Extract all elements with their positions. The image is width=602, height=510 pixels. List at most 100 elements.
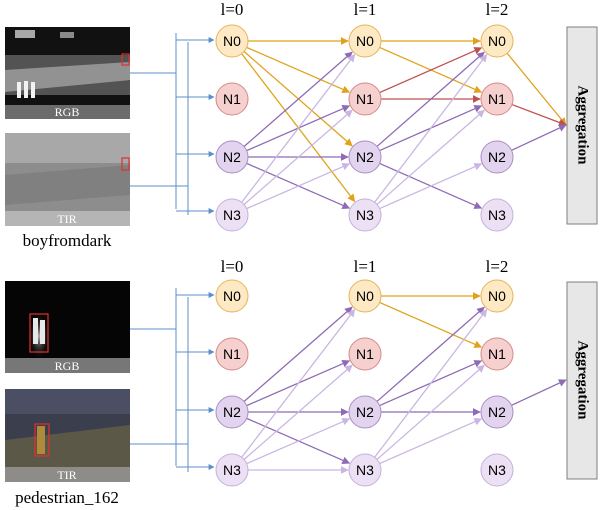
node-circle bbox=[215, 198, 249, 232]
edge-l0-n3-to-n2 bbox=[246, 163, 351, 210]
edge-l1-n3-to-n1 bbox=[376, 109, 485, 205]
edge-l1-n0-to-n1 bbox=[379, 301, 483, 348]
aggregation-box: Aggregation bbox=[566, 26, 598, 225]
node-l1-n0: N0 bbox=[348, 24, 382, 58]
node-l2-n2: N2 bbox=[480, 140, 514, 174]
edge-l1-n3-to-n1 bbox=[376, 364, 485, 460]
node-circle bbox=[480, 198, 514, 232]
node-circle bbox=[215, 453, 249, 487]
node-l2-n1: N1 bbox=[480, 337, 514, 371]
node-l2-n2: N2 bbox=[480, 395, 514, 429]
node-circle bbox=[480, 453, 514, 487]
node-l1-n1: N1 bbox=[348, 337, 382, 371]
node-label: N3 bbox=[488, 462, 506, 478]
panel-pedestrian-162: RGB TIR pedestrian_162 N0N1N2N3N0N1N2N3N… bbox=[5, 257, 598, 507]
node-label: N0 bbox=[223, 33, 241, 49]
tir-thumbnail: TIR bbox=[5, 389, 130, 482]
node-circle bbox=[348, 198, 382, 232]
rgb-thumbnail: RGB bbox=[5, 281, 130, 373]
node-label: N0 bbox=[488, 33, 506, 49]
node-label: N1 bbox=[356, 91, 374, 107]
sequence-name: pedestrian_162 bbox=[15, 488, 119, 507]
node-label: N2 bbox=[223, 404, 241, 420]
node-label: N1 bbox=[223, 346, 241, 362]
edge-l1-n2-to-n0 bbox=[376, 51, 485, 147]
node-label: N1 bbox=[356, 346, 374, 362]
edge-l0-n2-to-n0 bbox=[243, 306, 353, 402]
layer-label-2: l=2 bbox=[486, 257, 509, 276]
layer-label-1: l=1 bbox=[354, 257, 377, 276]
node-l1-n2: N2 bbox=[348, 395, 382, 429]
node-circle bbox=[480, 82, 514, 116]
layer-label-0: l=0 bbox=[221, 0, 244, 19]
routing-edges bbox=[241, 292, 567, 474]
aggregation-box: Aggregation bbox=[566, 281, 598, 480]
edge-n2-to-aggregation bbox=[511, 379, 567, 406]
node-label: N0 bbox=[223, 288, 241, 304]
node-label: N2 bbox=[223, 149, 241, 165]
tir-label: TIR bbox=[57, 212, 76, 226]
node-circle bbox=[348, 24, 382, 58]
node-l1-n0: N0 bbox=[348, 279, 382, 313]
layer-label-2: l=2 bbox=[486, 0, 509, 19]
node-circle bbox=[215, 140, 249, 174]
node-l1-n1: N1 bbox=[348, 82, 382, 116]
node-circle bbox=[480, 337, 514, 371]
edge-n0-to-aggregation bbox=[506, 52, 567, 126]
rgb-label: RGB bbox=[55, 105, 80, 119]
input-feed-lines bbox=[130, 33, 189, 215]
node-label: N3 bbox=[356, 462, 374, 478]
node-label: N1 bbox=[488, 346, 506, 362]
edge-l1-n3-to-n0 bbox=[374, 53, 488, 203]
edge-l0-n3-to-n2 bbox=[246, 418, 351, 465]
node-l0-n3: N3 bbox=[215, 453, 249, 487]
layer-label-0: l=0 bbox=[221, 257, 244, 276]
node-label: N0 bbox=[356, 33, 374, 49]
node-circle bbox=[215, 82, 249, 116]
node-l0-n0: N0 bbox=[215, 279, 249, 313]
node-circle bbox=[480, 279, 514, 313]
node-circle bbox=[215, 337, 249, 371]
node-circle bbox=[348, 279, 382, 313]
rgb-label: RGB bbox=[55, 359, 80, 373]
node-l1-n3: N3 bbox=[348, 453, 382, 487]
edge-n1-to-aggregation bbox=[511, 103, 567, 127]
node-l0-n1: N1 bbox=[215, 82, 249, 116]
node-label: N3 bbox=[223, 462, 241, 478]
node-label: N2 bbox=[356, 404, 374, 420]
node-circle bbox=[215, 24, 249, 58]
node-label: N2 bbox=[356, 149, 374, 165]
node-label: N2 bbox=[488, 149, 506, 165]
node-label: N3 bbox=[488, 207, 506, 223]
node-l0-n2: N2 bbox=[215, 140, 249, 174]
edge-l0-n3-to-n0 bbox=[241, 53, 356, 203]
node-l2-n1: N1 bbox=[480, 82, 514, 116]
node-circle bbox=[480, 24, 514, 58]
edge-l0-n3-to-n1 bbox=[243, 109, 353, 205]
node-label: N1 bbox=[223, 91, 241, 107]
node-circle bbox=[480, 140, 514, 174]
node-l2-n0: N0 bbox=[480, 279, 514, 313]
node-circle bbox=[348, 140, 382, 174]
sequence-name: boyfromdark bbox=[23, 231, 112, 250]
tir-label: TIR bbox=[57, 468, 76, 482]
tir-thumbnail: TIR bbox=[5, 133, 130, 226]
edge-l1-n2-to-n0 bbox=[376, 306, 485, 402]
edge-l1-n3-to-n0 bbox=[374, 308, 488, 458]
node-l0-n2: N2 bbox=[215, 395, 249, 429]
edge-l1-n3-to-n2 bbox=[379, 163, 483, 210]
edge-n2-to-aggregation bbox=[511, 124, 567, 151]
node-l2-n0: N0 bbox=[480, 24, 514, 58]
edge-l0-n3-to-n1 bbox=[243, 364, 353, 460]
edge-l0-n2-to-n0 bbox=[243, 51, 353, 147]
node-circle bbox=[348, 395, 382, 429]
node-l0-n3: N3 bbox=[215, 198, 249, 232]
edge-l0-n0-to-n1 bbox=[246, 46, 351, 93]
node-label: N3 bbox=[223, 207, 241, 223]
node-label: N0 bbox=[356, 288, 374, 304]
node-circle bbox=[215, 279, 249, 313]
